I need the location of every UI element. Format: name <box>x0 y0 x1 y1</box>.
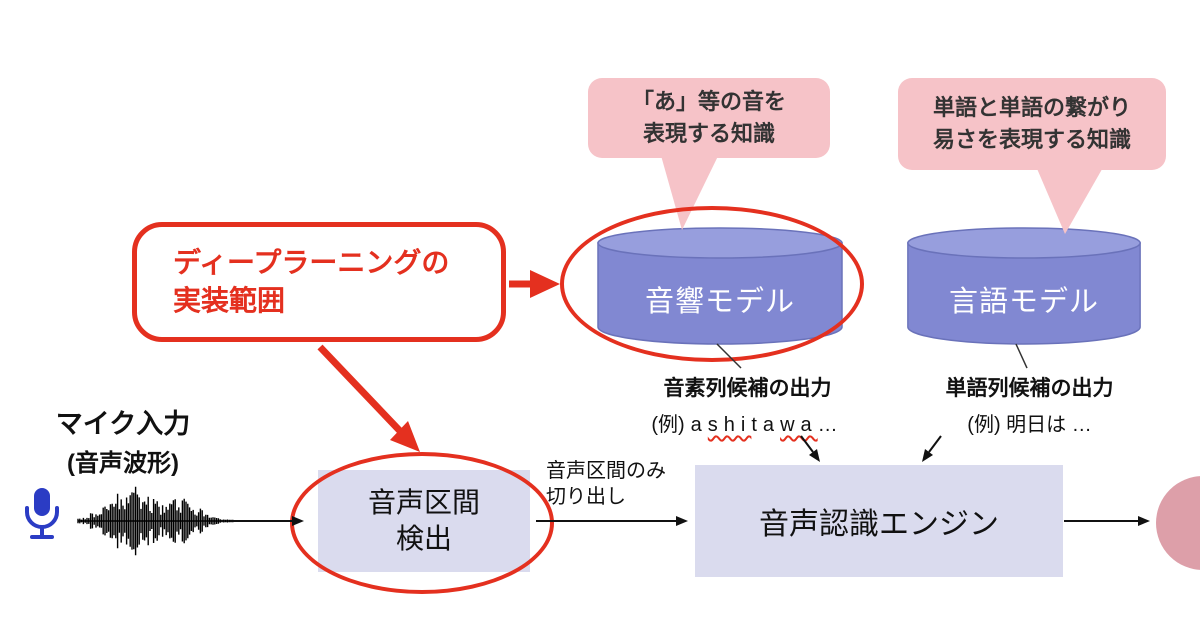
callout-line-1: 単語と単語の繋がり <box>932 95 1131 121</box>
arrow-shaft <box>928 435 942 453</box>
mic-arc <box>25 506 59 529</box>
callout-line-2: 易さを表現する知識 <box>932 127 1131 152</box>
phoneme-output-example: (例)ashitawa… <box>625 408 870 437</box>
arrow-head <box>922 449 933 462</box>
mic-capsule <box>34 488 50 516</box>
romaji-segment: ta <box>751 414 781 436</box>
callout-line-1: 「あ」等の音を <box>631 89 786 115</box>
vad-highlight-ellipse <box>290 452 554 594</box>
romaji-sequence: ashitawa… <box>691 414 844 436</box>
language-model-label: 言語モデル <box>948 286 1099 318</box>
waveform-glyph <box>77 486 234 556</box>
arrow-vad-to-engine <box>536 516 688 526</box>
segment-arrow-label: 音声区間のみ 切り出し <box>546 458 696 510</box>
cylinder-shape <box>907 227 1141 345</box>
arrow-engine-to-result <box>1064 516 1150 526</box>
arrow-shaft <box>800 435 814 453</box>
language-model-cylinder: 言語モデル <box>905 226 1143 348</box>
arrow-head <box>809 449 820 462</box>
result-circle <box>1156 476 1200 570</box>
romaji-segment-wavy: shi <box>707 414 752 436</box>
arrow-head <box>676 516 688 526</box>
phoneme-output-title: 音素列候補の出力 <box>663 377 832 400</box>
language-callout-tail <box>1035 164 1105 234</box>
segment-arrow-line-2: 切り出し <box>546 486 626 508</box>
waveform-path <box>77 486 234 556</box>
cylinder-top <box>907 227 1141 259</box>
acoustic-knowledge-callout: 「あ」等の音を 表現する知識 <box>588 78 830 158</box>
callout-line-2: 表現する知識 <box>642 121 775 146</box>
arrow-phoneme-to-engine <box>800 435 820 462</box>
romaji-segment-wavy: wa <box>780 414 818 436</box>
phoneme-output-caption: 音素列候補の出力 (例)ashitawa… <box>625 372 870 437</box>
arrow-dl-to-acoustic <box>509 270 560 298</box>
recognition-engine-box: 音声認識エンジン <box>695 465 1063 577</box>
cylinder-body <box>907 242 1141 345</box>
microphone-icon <box>20 486 64 542</box>
recognition-engine-label: 音声認識エンジン <box>759 508 999 541</box>
deep-learning-scope-box: ディープラーニングの 実装範囲 <box>132 222 506 342</box>
deep-learning-line-1: ディープラーニングの <box>173 247 450 279</box>
arrow-dl-to-vad <box>317 344 420 452</box>
romaji-segment: a <box>690 414 708 436</box>
example-prefix: (例) <box>651 414 685 436</box>
arrow-head <box>1138 516 1150 526</box>
arrow-head <box>390 421 420 452</box>
mic-input-label: マイク入力 (音声波形) <box>28 402 218 478</box>
acoustic-model-highlight-ellipse <box>560 206 864 362</box>
word-output-caption: 単語列候補の出力 (例) 明日は … <box>912 372 1147 437</box>
arrow-head <box>530 270 560 298</box>
word-output-title: 単語列候補の出力 <box>945 377 1114 400</box>
arrow-word-to-engine <box>922 435 942 462</box>
deep-learning-line-2: 実装範囲 <box>173 285 286 316</box>
romaji-segment: … <box>817 414 844 436</box>
mic-input-line-1: マイク入力 <box>55 409 191 439</box>
arrow-shaft <box>317 344 403 434</box>
mic-input-line-2: (音声波形) <box>67 450 179 477</box>
segment-arrow-line-1: 音声区間のみ <box>546 460 666 482</box>
microphone-glyph <box>25 488 59 539</box>
audio-waveform-image <box>76 477 236 565</box>
word-output-example: (例) 明日は … <box>967 414 1092 436</box>
language-knowledge-callout: 単語と単語の繋がり 易さを表現する知識 <box>898 78 1166 170</box>
